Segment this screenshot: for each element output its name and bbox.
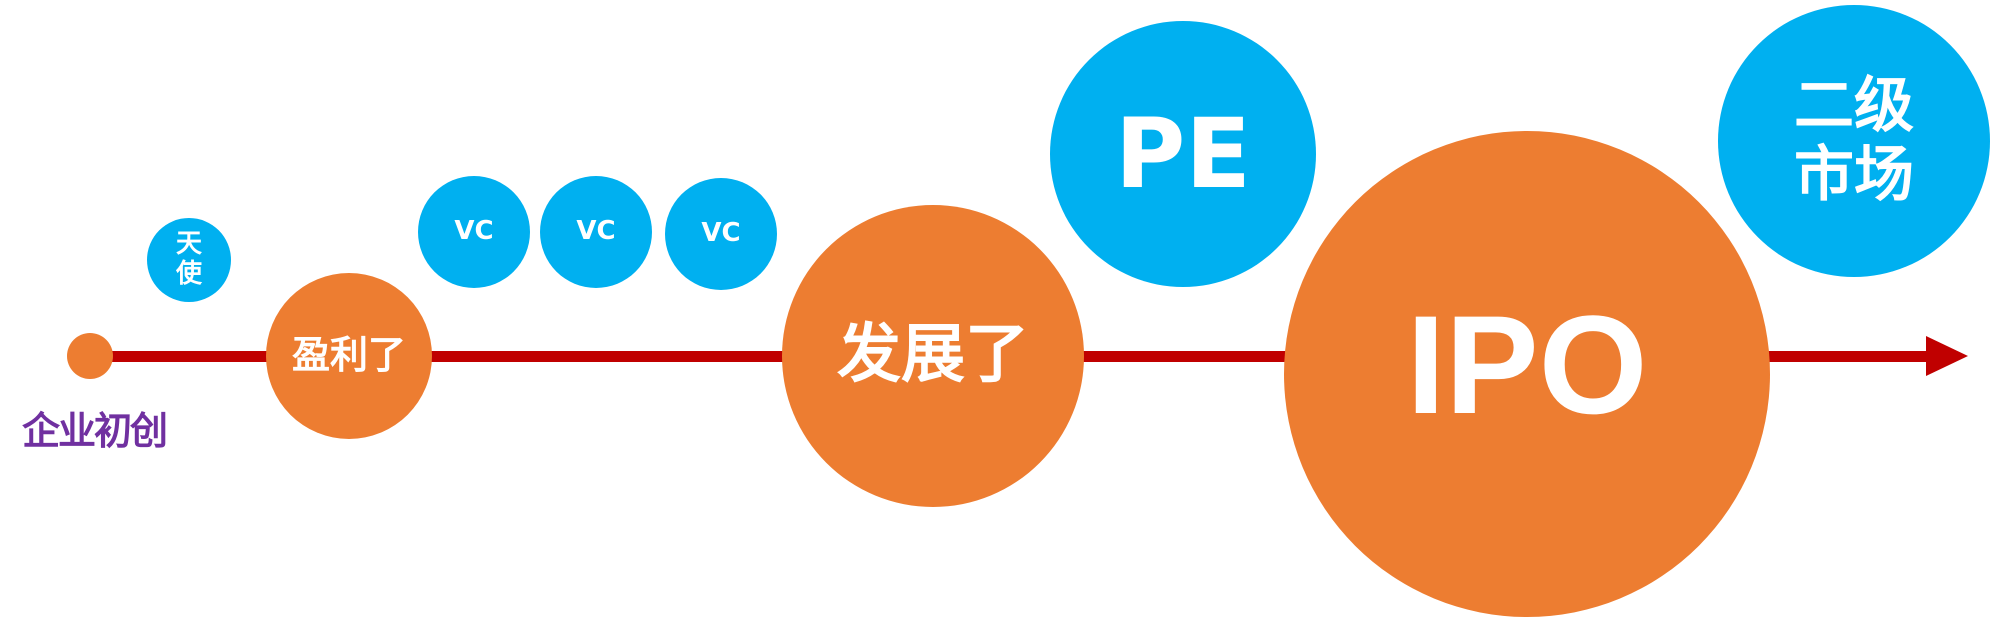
investor-vc-3-label: VC [701, 218, 741, 249]
start-label: 企业初创 [22, 409, 168, 453]
investor-vc-2-label: VC [576, 216, 616, 247]
stage-profitable: 盈利了 [266, 273, 432, 439]
investor-secondary-market: 二级市场 [1718, 5, 1990, 277]
stage-developed: 发展了 [782, 205, 1084, 507]
investor-pe: PE [1050, 21, 1316, 287]
investor-secondary-market-line2: 市场 [1794, 140, 1914, 210]
investor-angel: 天使 [147, 218, 231, 302]
investor-secondary-market-line1: 二级 [1794, 71, 1914, 141]
investor-angel-line2: 使 [175, 259, 202, 289]
investor-vc-3: VC [665, 178, 777, 290]
investor-angel-line1: 天 [175, 229, 202, 260]
investor-vc-1: VC [418, 176, 530, 288]
stage-ipo: IPO [1284, 131, 1770, 617]
stage-ipo-label: IPO [1406, 285, 1648, 443]
investor-pe-label: PE [1115, 97, 1251, 210]
start-dot [67, 333, 113, 379]
investor-vc-1-label: VC [454, 216, 494, 247]
timeline-arrowhead-icon [1926, 336, 1968, 376]
stage-developed-label: 发展了 [837, 318, 1029, 393]
stage-profitable-label: 盈利了 [291, 333, 406, 378]
investor-vc-2: VC [540, 176, 652, 288]
